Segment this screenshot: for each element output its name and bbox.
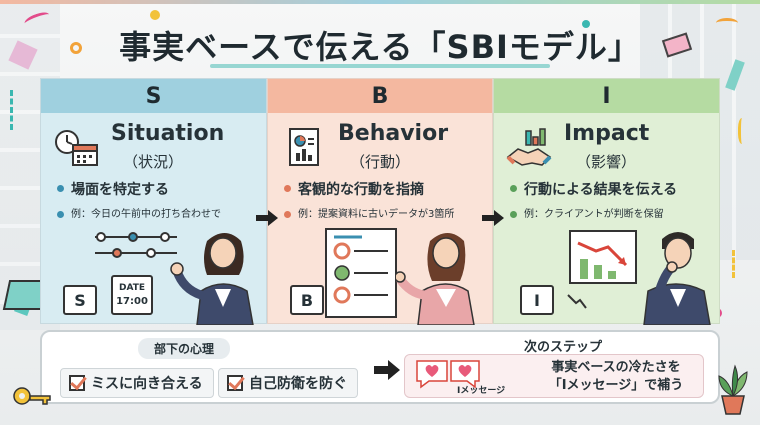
panel-subtitle: （行動） [350, 153, 411, 171]
bullet-list: 客観的な行動を指摘 例：提案資料に古いデータが3箇所 [284, 179, 488, 220]
behavior-scene: B [268, 219, 492, 325]
key-icon [13, 387, 51, 405]
confetti-curve [738, 118, 748, 144]
timeline-icon [95, 232, 177, 258]
check-item-face-mistakes: ミスに向き合える [60, 368, 214, 398]
panel-title: Behavior [338, 121, 449, 146]
document-chart-icon [289, 128, 319, 166]
next-step-line: 「Iメッセージ」で補う [548, 378, 684, 393]
confetti-dash [732, 250, 742, 278]
thinking-man-icon [643, 232, 711, 325]
top-stripe [0, 0, 760, 4]
situation-scene: S DATE 17:00 [41, 219, 266, 325]
panel-subtitle: （状況） [123, 153, 184, 171]
date-label: DATE [118, 283, 146, 293]
panel-letter: B [268, 79, 492, 113]
bottom-summary: 部下の心理 ミスに向き合える 自己防衛を防ぐ 次のステップ Iメッセージ 事実ベ… [40, 330, 720, 404]
date-time: 17:00 [116, 296, 148, 307]
panel-situation: S Situation （状況） 場面を特定する 例：今日の午前中の打ち合わせで [40, 78, 267, 325]
panel-subtitle: （影響） [576, 153, 637, 171]
clock-calendar-icon [55, 130, 98, 166]
panel-title: Situation [111, 121, 225, 146]
checkbox-checked-icon [227, 375, 243, 391]
panel-title: Impact [564, 121, 650, 146]
bullet-list: 場面を特定する 例：今日の午前中の打ち合わせで [57, 179, 262, 220]
check-item-prevent-defense: 自己防衛を防ぐ [218, 368, 358, 398]
confetti-ring [70, 42, 82, 54]
declining-chart-icon [569, 230, 637, 284]
pointing-woman-icon [396, 233, 475, 325]
s-letter-box: S [63, 285, 97, 315]
next-step-card: Iメッセージ 事実ベースの冷たさを 「Iメッセージ」で補う [404, 354, 704, 398]
panel-letter: I [494, 79, 719, 113]
impact-scene: I [494, 219, 719, 325]
bullet-example: 例：提案資料に古いデータが3箇所 [284, 205, 488, 220]
sbi-panels: S Situation （状況） 場面を特定する 例：今日の午前中の打ち合わせで [40, 78, 720, 325]
next-step-line: 事実ベースの冷たさを [551, 360, 681, 375]
presenter-woman-icon [170, 233, 254, 325]
next-step-label: 次のステップ [524, 340, 603, 355]
confetti-squiggle [716, 18, 738, 28]
bullet-main: 場面を特定する [57, 179, 262, 199]
subordinate-psychology: 部下の心理 ミスに向き合える 自己防衛を防ぐ [60, 338, 390, 400]
potted-plant-icon [718, 364, 748, 415]
psych-label: 部下の心理 [138, 338, 231, 359]
bullet-main: 客観的な行動を指摘 [284, 179, 488, 199]
handshake-chart-icon [506, 128, 552, 166]
title-underline [210, 64, 550, 68]
bullet-example: 例：今日の午前中の打ち合わせで [57, 205, 262, 220]
next-step: 次のステップ Iメッセージ 事実ベースの冷たさを 「Iメッセージ」で補う [404, 336, 704, 400]
arrow-s-to-b-icon [256, 210, 278, 226]
report-document-icon [325, 228, 397, 318]
arrow-right-icon [374, 360, 400, 380]
bullet-main: 行動による結果を伝える [510, 179, 715, 199]
heart-speech-bubbles-icon [416, 360, 480, 389]
panel-behavior: B Behavior （行動） 客観的な行動を指摘 例：提案資料に古いデータが3… [267, 78, 493, 325]
page-title: 事実ベースで伝える「SBIモデル」 [119, 28, 641, 66]
b-letter-box: B [290, 285, 324, 315]
check-label: 自己防衛を防ぐ [249, 376, 347, 392]
panel-impact: I Impact （影響） 行動による結果を伝える 例：クライアントが判断を保留 [493, 78, 720, 325]
confetti-dot [582, 20, 590, 28]
checkbox-checked-icon [69, 375, 85, 391]
check-label: ミスに向き合える [91, 376, 203, 392]
confetti-dot [150, 10, 160, 20]
next-step-text: 事実ベースの冷たさを 「Iメッセージ」で補う [531, 359, 701, 395]
date-card: DATE 17:00 [111, 275, 153, 315]
bullet-list: 行動による結果を伝える 例：クライアントが判断を保留 [510, 179, 715, 220]
i-message-label: Iメッセージ [457, 386, 506, 396]
bullet-example: 例：クライアントが判断を保留 [510, 205, 715, 220]
down-trend-icon [567, 294, 587, 309]
confetti-dash [10, 90, 24, 130]
arrow-b-to-i-icon [482, 210, 504, 226]
panel-letter: S [41, 79, 266, 113]
i-letter-box: I [520, 285, 554, 315]
